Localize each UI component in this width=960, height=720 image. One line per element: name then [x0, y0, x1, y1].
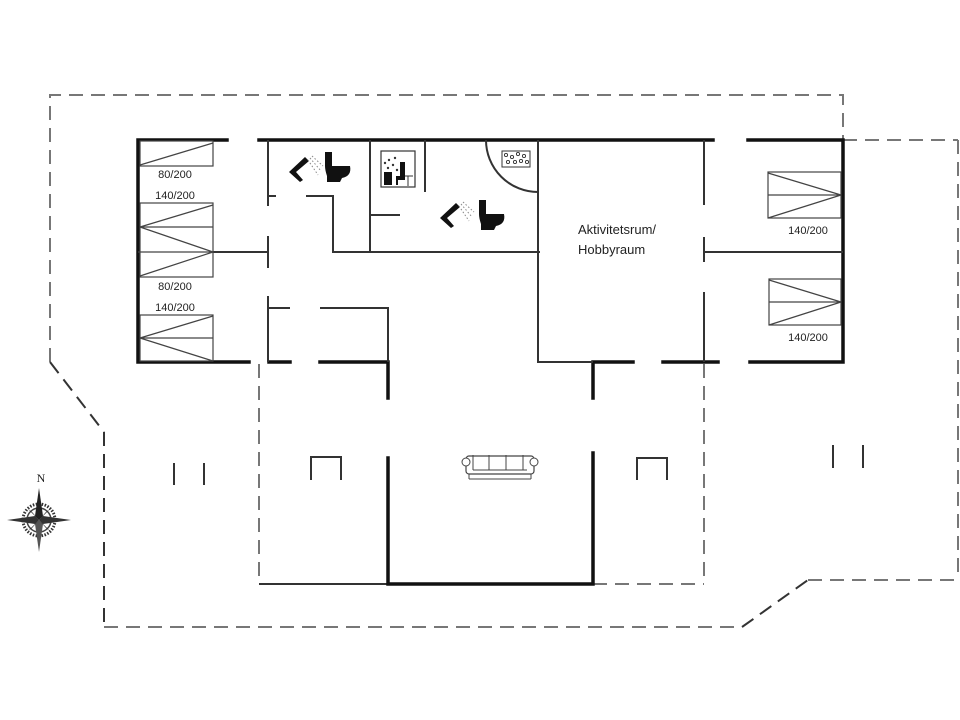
shower-icon: [289, 155, 324, 182]
terrace-marker-left: [173, 463, 205, 485]
shower-icon: [440, 201, 475, 228]
compass-north-label: N: [37, 471, 46, 485]
bed-label: 140/200: [788, 332, 828, 344]
sofa-icon: [461, 455, 539, 480]
bed-label: 140/200: [155, 302, 195, 314]
bed-label: 140/200: [788, 225, 828, 237]
bed-left-2: [139, 202, 214, 278]
bed-right-1: [767, 171, 842, 219]
exterior-walls: [136, 138, 845, 586]
outdoor-fixture-left: [310, 456, 342, 480]
interior-walls: [138, 139, 843, 363]
spa-bath-icon: [501, 150, 531, 168]
outdoor-fixture-right: [636, 457, 668, 480]
bed-left-1: [139, 140, 214, 167]
room-label-line2: Hobbyraum: [578, 242, 645, 257]
sauna-icon: [380, 150, 416, 188]
bed-label: 80/200: [158, 169, 192, 181]
room-label-line1: Aktivitetsrum/: [578, 222, 656, 237]
bed-label: 80/200: [158, 281, 192, 293]
bed-right-2: [768, 278, 842, 326]
bed-label: 140/200: [155, 190, 195, 202]
bed-left-4: [139, 314, 214, 362]
toilet-icon: [479, 200, 505, 230]
toilet-icon: [325, 152, 351, 182]
compass-icon: N: [7, 471, 71, 552]
terrace-outline: [49, 94, 959, 628]
terrace-marker-right: [832, 445, 864, 468]
